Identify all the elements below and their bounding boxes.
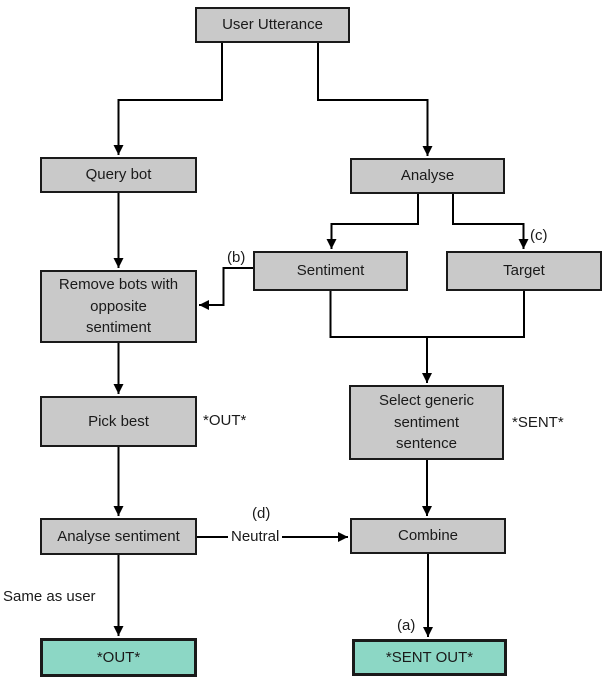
node-select-generic: Select generic sentiment sentence bbox=[349, 385, 504, 460]
edge-utterance-querybot bbox=[113, 43, 223, 155]
node-pick-best: Pick best bbox=[40, 396, 197, 447]
label-d: (d) bbox=[252, 505, 271, 522]
label-b: (b) bbox=[227, 249, 246, 266]
label-a: (a) bbox=[397, 617, 416, 634]
label-out-ref: *OUT* bbox=[203, 412, 247, 429]
edge-analyse-target bbox=[452, 194, 529, 249]
node-analyse: Analyse bbox=[350, 158, 505, 194]
label-sent-ref: *SENT* bbox=[512, 414, 564, 431]
node-combine: Combine bbox=[350, 518, 506, 554]
node-sentiment: Sentiment bbox=[253, 251, 408, 291]
edge-utterance-analyse bbox=[317, 43, 433, 156]
node-user-utterance: User Utterance bbox=[195, 7, 350, 43]
node-analyse-sentiment: Analyse sentiment bbox=[40, 518, 197, 555]
label-c: (c) bbox=[530, 227, 548, 244]
label-same-as-user: Same as user bbox=[3, 588, 96, 605]
label-neutral: Neutral bbox=[228, 528, 283, 546]
node-target: Target bbox=[446, 251, 602, 291]
node-sent-out-terminal: *SENT OUT* bbox=[352, 639, 507, 676]
node-query-bot: Query bot bbox=[40, 157, 197, 193]
edge-join-sentiment-target bbox=[329, 291, 525, 338]
node-remove-bots: Remove bots with opposite sentiment bbox=[40, 270, 197, 343]
edge-sentiment-removebots bbox=[199, 267, 253, 310]
node-out-terminal: *OUT* bbox=[40, 638, 197, 677]
edge-analyse-sentiment bbox=[326, 194, 419, 249]
